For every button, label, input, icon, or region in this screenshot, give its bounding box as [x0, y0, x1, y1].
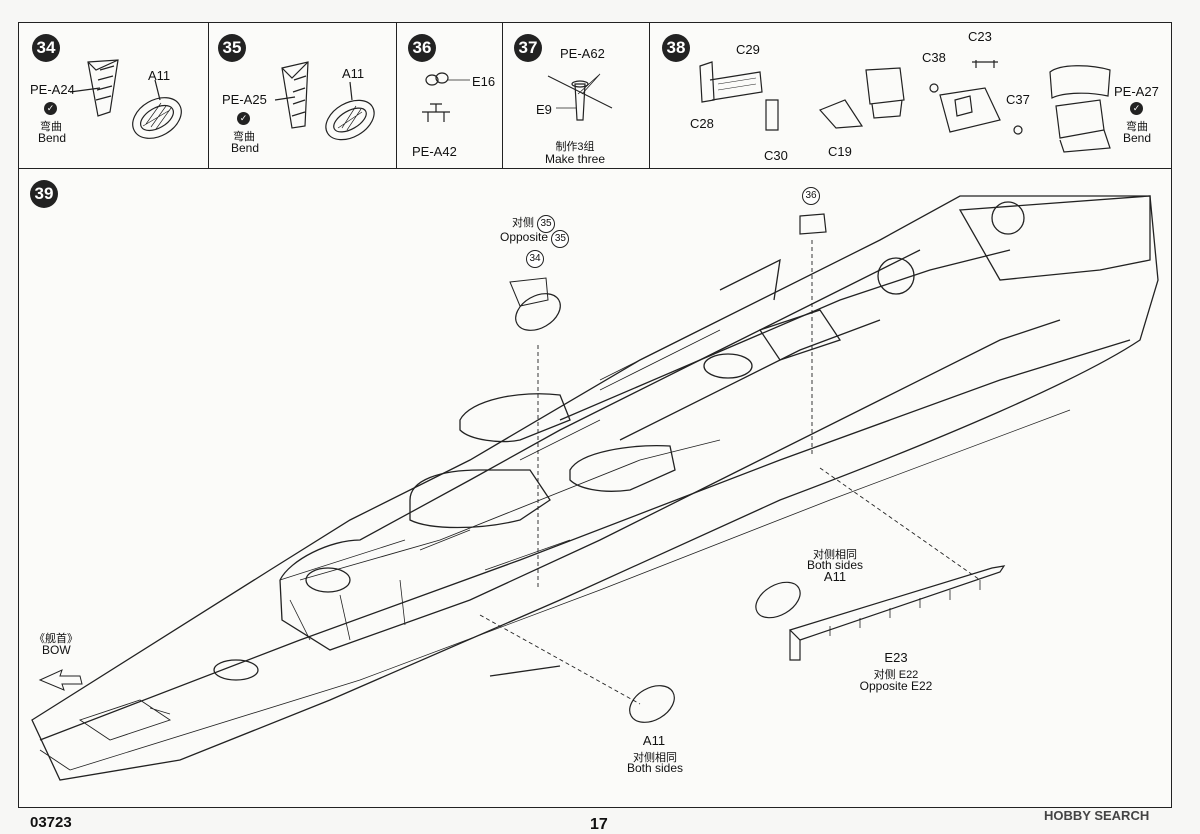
bend-icon: ✓: [1130, 102, 1143, 115]
label-c29: C29: [736, 42, 760, 57]
opposite-cn-text: 对侧: [512, 217, 534, 229]
bow-en: BOW: [42, 643, 71, 657]
opposite-en: Opposite 35: [500, 230, 570, 248]
label-pe-a42: PE-A42: [412, 144, 457, 159]
ref-36: 36: [802, 186, 820, 205]
bend-en-35: Bend: [230, 141, 260, 155]
label-a11-step34: A11: [148, 68, 171, 83]
bend-en-34: Bend: [37, 131, 67, 145]
bend-cn-34: 弯曲: [40, 121, 62, 133]
step-38-panel: [649, 22, 1172, 169]
both-sides-cn-bottom: 对侧相同: [633, 752, 677, 764]
page-number: 17: [590, 816, 608, 833]
ref-34: 34: [526, 249, 544, 268]
label-c38: C38: [922, 50, 946, 65]
both-sides-en-bottom: Both sides: [626, 761, 684, 775]
pe-a24-part-drawing: [69, 59, 119, 117]
bend-cn-38: 弯曲: [1126, 121, 1148, 133]
label-c28: C28: [690, 116, 714, 131]
opposite-en-text: Opposite: [500, 230, 549, 244]
bend-en-38: Bend: [1122, 131, 1152, 145]
label-c30: C30: [764, 148, 788, 163]
label-c37: C37: [1006, 92, 1030, 107]
step-number-34: 34: [32, 34, 60, 62]
step-39-panel: [18, 168, 1172, 808]
label-a11-step35: A11: [342, 66, 365, 81]
label-a11-bottom: A11: [642, 733, 666, 748]
watermark: HOBBY SEARCH: [1044, 808, 1150, 823]
bend-icon: ✓: [237, 112, 250, 125]
label-pe-a27: PE-A27: [1114, 84, 1159, 99]
ref-36-circle: 36: [802, 187, 820, 205]
label-e9: E9: [536, 102, 552, 117]
label-c19: C19: [828, 144, 852, 159]
label-a11-right: A11: [823, 569, 847, 584]
ref-35-b: 35: [551, 230, 570, 248]
opposite-cn: 对侧 35: [512, 214, 556, 233]
step39-e23-rail: [788, 565, 1006, 661]
step-number-37: 37: [514, 34, 542, 62]
step-number-36: 36: [408, 34, 436, 62]
hull-outline: [31, 195, 1159, 781]
label-pe-a24: PE-A24: [30, 82, 75, 97]
bend-icon: ✓: [44, 102, 57, 115]
opposite-e22-en: Opposite E22: [859, 679, 933, 693]
ref-34-circle: 34: [526, 250, 544, 268]
make-three-cn: 制作3组: [555, 141, 595, 153]
bend-cn-35: 弯曲: [233, 131, 255, 143]
step39-36-part-box: [799, 213, 827, 235]
label-pe-a62: PE-A62: [560, 46, 605, 61]
step-number-35: 35: [218, 34, 246, 62]
bow-cn: 《舰首》: [34, 633, 78, 645]
label-e23: E23: [884, 650, 908, 665]
step-number-39: 39: [30, 180, 58, 208]
both-sides-en-right: Both sides: [806, 558, 864, 572]
step39-a11-part: [509, 277, 561, 331]
product-code: 03723: [30, 814, 72, 831]
step-number-38: 38: [662, 34, 690, 62]
make-three-en: Make three: [544, 152, 606, 166]
label-c23: C23: [968, 29, 992, 44]
ref-35-a: 35: [537, 215, 556, 233]
both-sides-cn-right: 对侧相同: [813, 549, 857, 561]
label-e16: E16: [472, 74, 496, 89]
label-pe-a25: PE-A25: [222, 92, 267, 107]
opposite-e22-cn: 对侧 E22: [873, 669, 919, 681]
